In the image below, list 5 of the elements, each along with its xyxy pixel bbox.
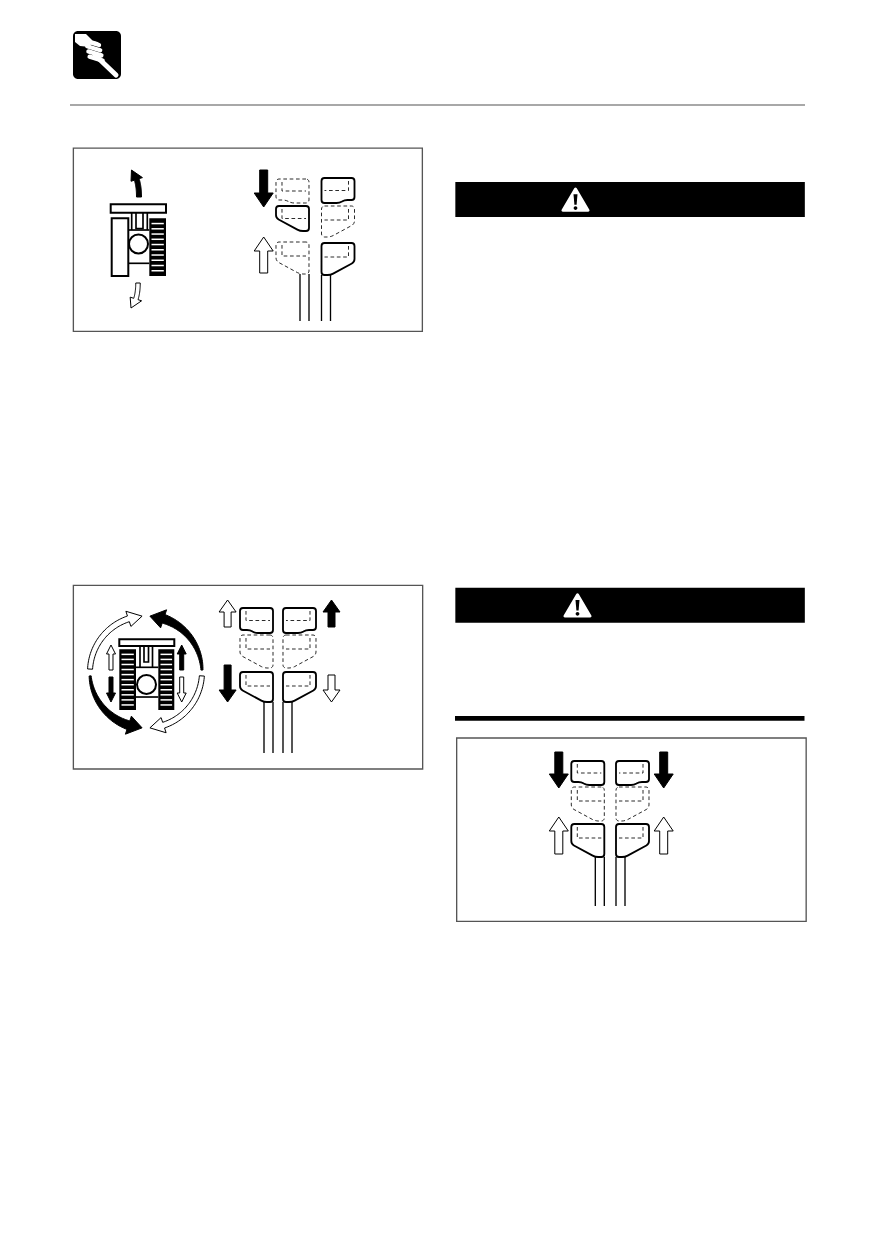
warning-bar	[455, 182, 805, 218]
illustration-frame	[456, 737, 807, 923]
illustration-frame	[72, 147, 424, 333]
illustration-frame	[72, 584, 424, 770]
warning-bar	[455, 587, 805, 623]
